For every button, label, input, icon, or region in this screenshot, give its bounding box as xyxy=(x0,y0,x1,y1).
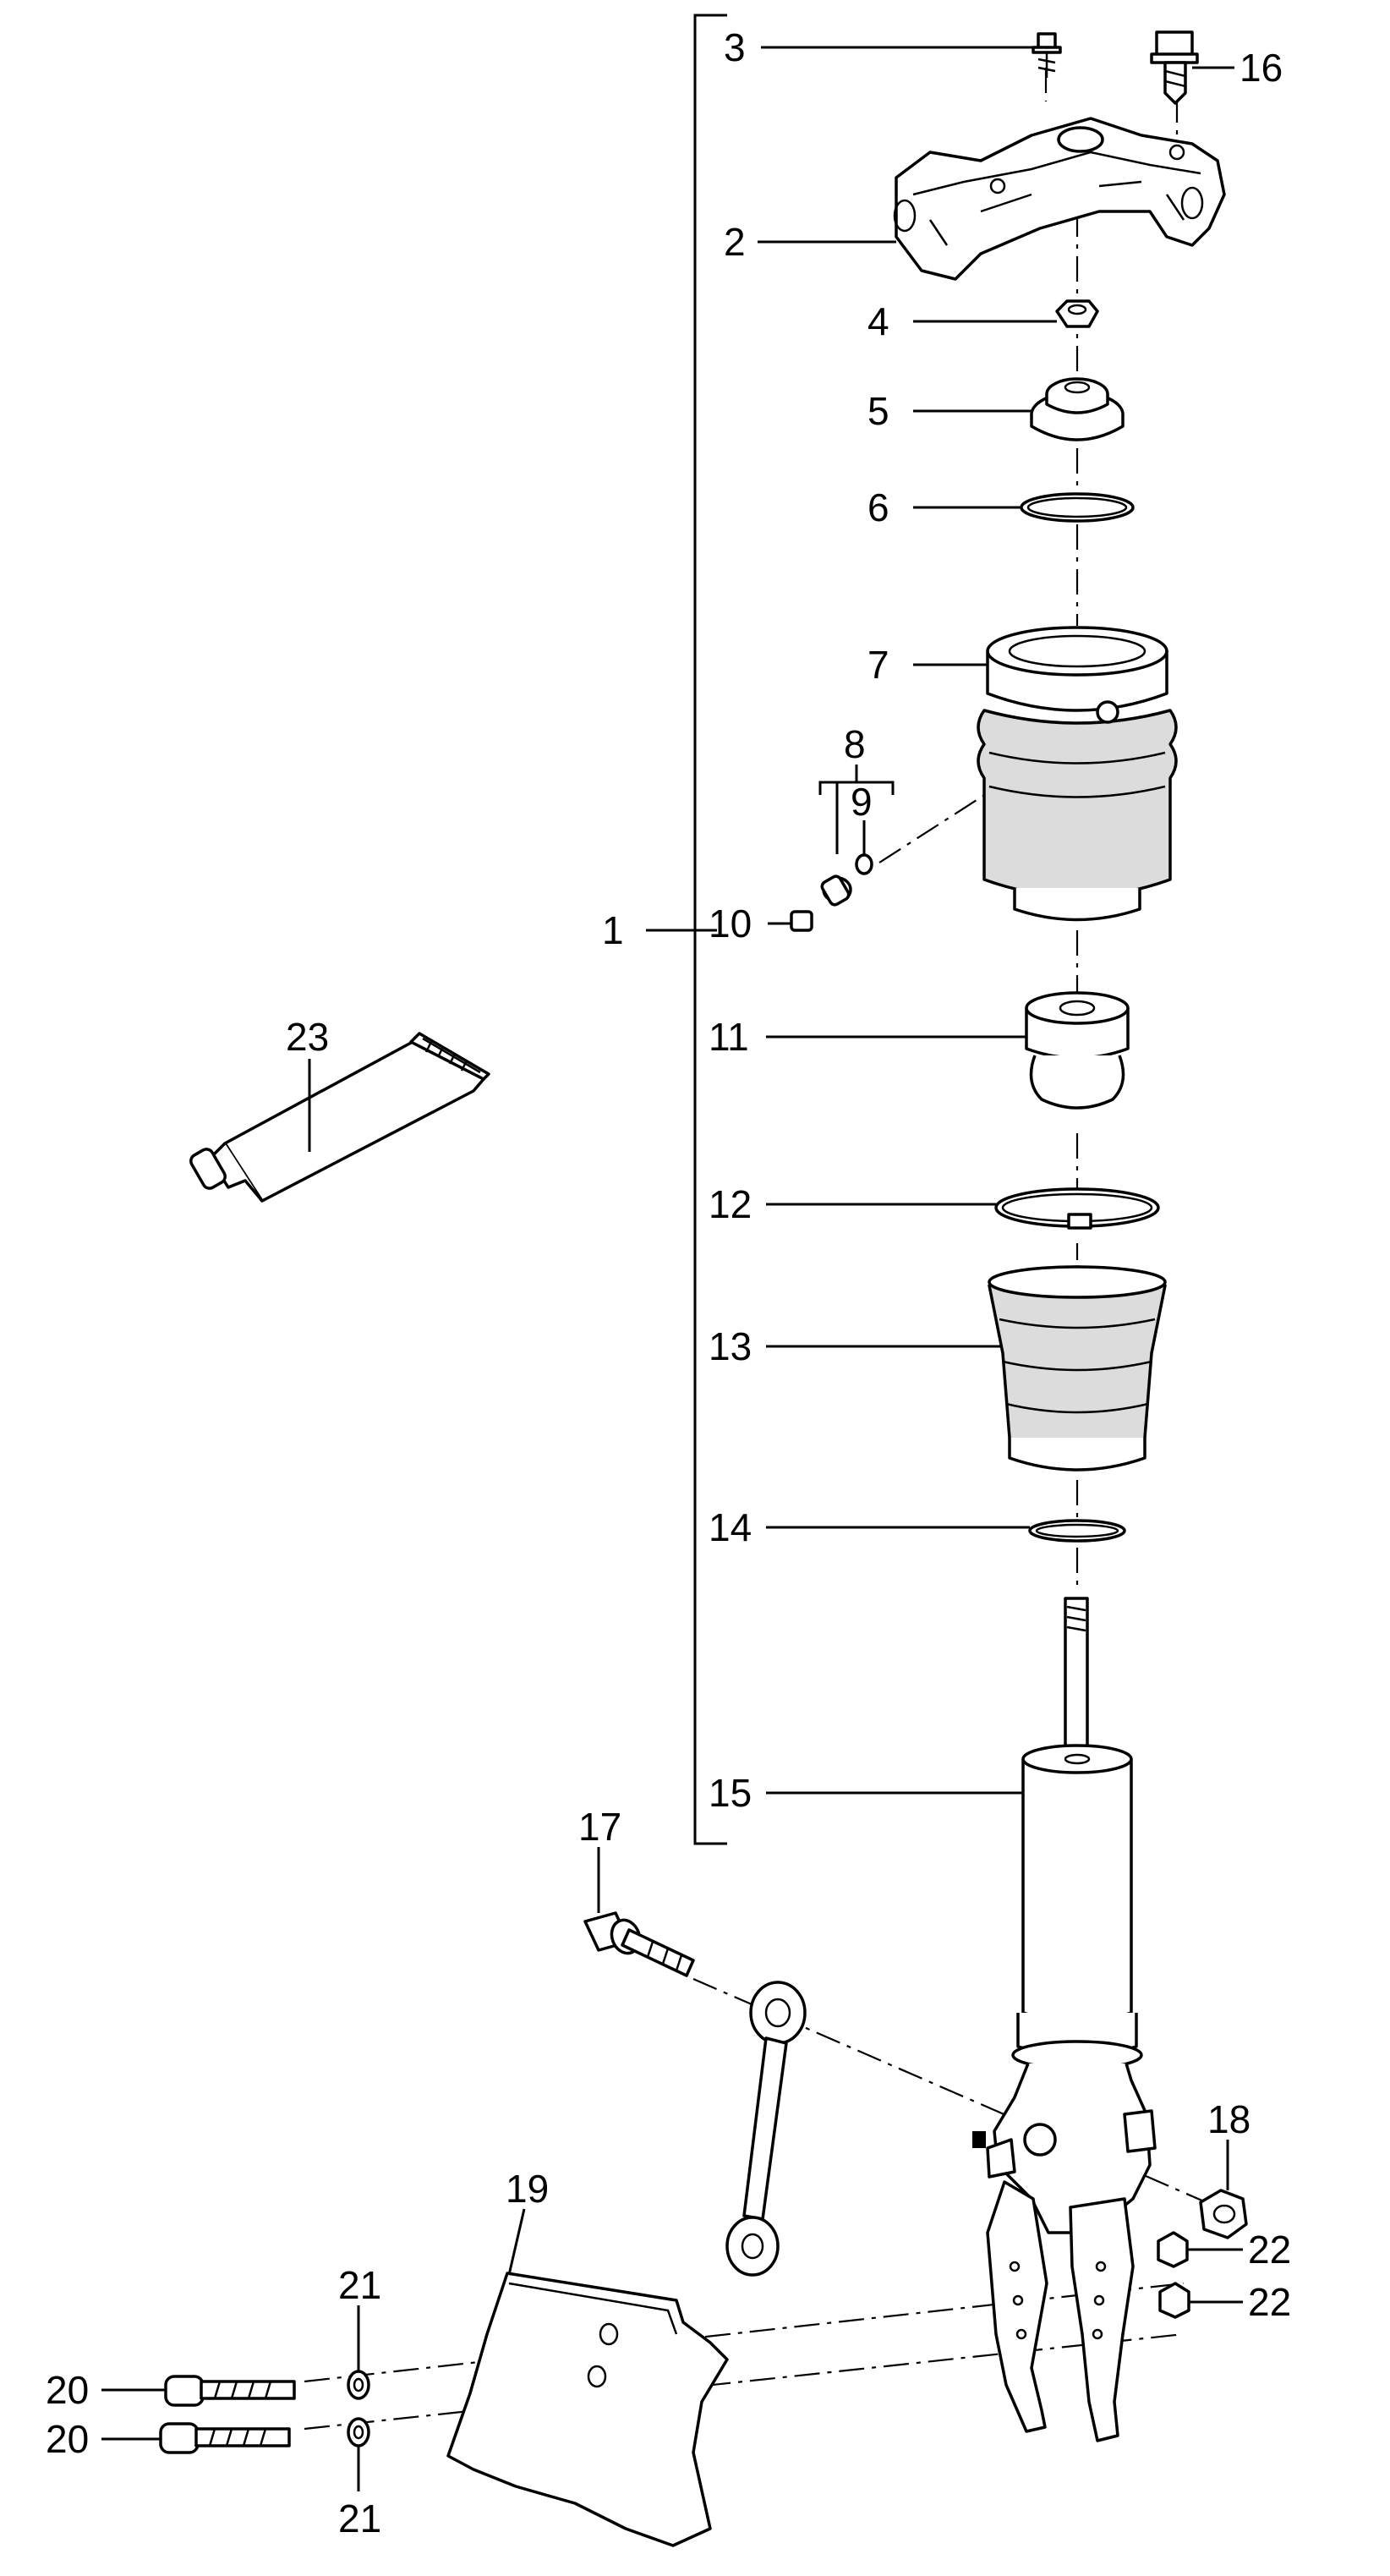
callout-20-upper: 20 xyxy=(46,2368,89,2412)
link-rod xyxy=(725,1981,807,2277)
callout-22-upper: 22 xyxy=(1248,2228,1291,2272)
clamp-ring-12 xyxy=(994,1187,1160,1230)
callout-20-lower: 20 xyxy=(46,2417,89,2461)
leader-lines xyxy=(101,46,1243,2491)
callout-1: 1 xyxy=(602,908,624,952)
washer-21-upper xyxy=(347,2370,370,2400)
callout-2: 2 xyxy=(724,220,746,264)
callout-11: 11 xyxy=(709,1015,749,1059)
ring-6 xyxy=(1020,492,1135,523)
support-bearing-5 xyxy=(1030,377,1125,441)
callout-21-lower: 21 xyxy=(338,2497,381,2540)
seal-9 xyxy=(855,820,873,875)
callout-8: 8 xyxy=(844,722,866,766)
bolt-17 xyxy=(583,1911,695,1977)
callout-23: 23 xyxy=(286,1015,329,1059)
callout-9: 9 xyxy=(851,780,873,824)
callout-7: 7 xyxy=(867,643,889,687)
callout-14: 14 xyxy=(709,1505,752,1549)
nut-22-upper xyxy=(1157,2231,1189,2268)
nut-4 xyxy=(1055,299,1099,328)
cover-19 xyxy=(446,2272,729,2547)
callout-5: 5 xyxy=(867,389,889,433)
callout-3: 3 xyxy=(724,25,746,69)
callout-10: 10 xyxy=(709,902,752,945)
valve-body xyxy=(820,874,852,907)
ring-14 xyxy=(1028,1519,1126,1543)
top-mount-2 xyxy=(893,117,1226,281)
nut-18 xyxy=(1199,2189,1248,2239)
bracket-8 xyxy=(818,765,895,854)
callout-22-lower: 22 xyxy=(1248,2280,1291,2324)
callout-15: 15 xyxy=(709,1771,752,1815)
callout-labels: 1 2 3 4 5 6 7 8 9 10 11 12 13 14 15 16 1… xyxy=(46,25,1291,2540)
bolt-16 xyxy=(1150,30,1199,105)
air-spring-7 xyxy=(977,626,1178,922)
callout-6: 6 xyxy=(867,485,889,529)
callout-17: 17 xyxy=(578,1805,621,1849)
callout-19: 19 xyxy=(506,2167,549,2211)
shock-absorber-15 xyxy=(972,1597,1157,2442)
grease-tube-23 xyxy=(189,1032,490,1203)
washer-21-lower xyxy=(347,2417,370,2447)
bolt-3 xyxy=(1032,32,1062,78)
bolt-20-upper xyxy=(164,2375,296,2407)
bump-stop-11 xyxy=(1025,991,1130,1110)
assembly-1-bracket xyxy=(646,14,727,1845)
bolt-20-lower xyxy=(159,2422,291,2454)
callout-16: 16 xyxy=(1240,46,1283,90)
callout-12: 12 xyxy=(709,1182,752,1226)
valve-cap-10 xyxy=(790,910,813,932)
callout-21-upper: 21 xyxy=(338,2263,381,2307)
callout-4: 4 xyxy=(867,299,889,343)
protective-boot-13 xyxy=(988,1265,1167,1472)
nut-22-lower xyxy=(1158,2282,1190,2319)
callout-13: 13 xyxy=(709,1324,752,1368)
callout-18: 18 xyxy=(1207,2097,1250,2141)
